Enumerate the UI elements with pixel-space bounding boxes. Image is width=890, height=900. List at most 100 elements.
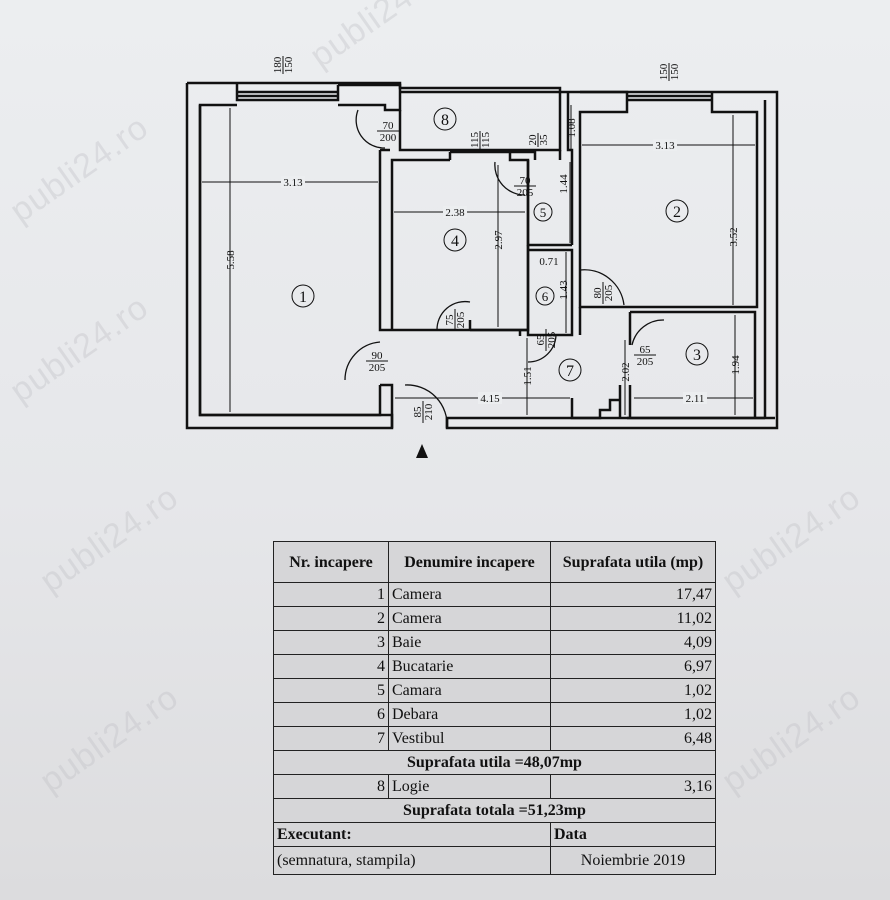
dimension-text: 1.51 xyxy=(522,366,534,385)
room-number-cell: 3 xyxy=(273,630,389,655)
room-number: 2 xyxy=(673,204,681,221)
room-number-cell: 5 xyxy=(273,678,389,703)
watermark: publi24.ro xyxy=(33,677,186,801)
dimension-text: 1.43 xyxy=(558,280,570,300)
dimension-text: 1.94 xyxy=(730,355,742,375)
room-area-cell: 6,97 xyxy=(550,654,716,679)
room-number: 4 xyxy=(451,233,459,250)
svg-text:65: 65 xyxy=(535,334,547,346)
room-labels: 1 2 3 4 5 6 7 8 xyxy=(291,107,709,382)
column-header: Nr. incapere xyxy=(273,541,389,583)
room-name-cell: Camera xyxy=(388,582,551,607)
svg-text:65: 65 xyxy=(640,344,652,356)
room-number-cell: 4 xyxy=(273,654,389,679)
dimension-text: 3.52 xyxy=(728,227,740,246)
room-area-cell: 1,02 xyxy=(550,702,716,727)
dimension-text: 3.13 xyxy=(283,177,303,189)
room-name-cell: Vestibul xyxy=(388,726,551,751)
svg-text:205: 205 xyxy=(369,362,386,374)
column-header: Suprafata utila (mp) xyxy=(550,541,716,583)
dimension-lines xyxy=(202,105,755,415)
svg-text:85: 85 xyxy=(412,406,424,418)
svg-text:20: 20 xyxy=(527,134,539,146)
door-swings xyxy=(344,109,665,429)
dimension-text: 5.58 xyxy=(225,250,237,270)
room-name-cell: Bucatarie xyxy=(388,654,551,679)
signature-note: (semnatura, stampila) xyxy=(273,846,551,875)
room-number: 3 xyxy=(693,347,701,364)
column-header: Denumire incapere xyxy=(388,541,551,583)
date-value: Noiembrie 2019 xyxy=(550,846,716,875)
dimension-text: 2.38 xyxy=(445,207,465,219)
dimension-text: 1.44 xyxy=(558,174,570,194)
executant-label: Executant: xyxy=(273,822,551,847)
room-number-cell: 2 xyxy=(273,606,389,631)
room-area-cell: 6,48 xyxy=(550,726,716,751)
room-number-cell: 1 xyxy=(273,582,389,607)
room-name-cell: Baie xyxy=(388,630,551,655)
floor-plan: 1 2 3 4 5 6 7 8 3.13 5.58 2.38 2.97 1.44… xyxy=(185,56,779,458)
svg-text:115: 115 xyxy=(480,131,492,148)
room-number: 6 xyxy=(542,289,549,304)
room-name-cell: Debara xyxy=(388,702,551,727)
room-area-cell: 4,09 xyxy=(550,630,716,655)
dimension-text: 2.02 xyxy=(620,362,632,381)
dimension-text: 2.97 xyxy=(493,230,505,250)
room-number: 5 xyxy=(540,205,547,220)
svg-text:75: 75 xyxy=(444,314,456,326)
dimension-text: 2.11 xyxy=(686,393,705,405)
room-number: 1 xyxy=(299,289,307,306)
room-area-cell: 3,16 xyxy=(550,774,716,799)
svg-text:150: 150 xyxy=(669,63,681,80)
svg-text:70: 70 xyxy=(520,175,532,187)
dimension-text: 1.08 xyxy=(566,118,578,138)
dimension-text: 0.71 xyxy=(539,256,558,268)
room-area-table: Nr. incapere Denumire incapere Suprafata… xyxy=(273,541,716,875)
room-area-cell: 11,02 xyxy=(550,606,716,631)
room-number-cell: 6 xyxy=(273,702,389,727)
svg-text:205: 205 xyxy=(517,187,534,199)
svg-text:205: 205 xyxy=(637,356,654,368)
svg-text:210: 210 xyxy=(423,403,435,420)
svg-text:115: 115 xyxy=(469,131,481,148)
svg-text:205: 205 xyxy=(546,331,558,348)
watermark: publi24.ro xyxy=(715,677,868,801)
room-area-cell: 17,47 xyxy=(550,582,716,607)
table-row: 8 Logie 3,16 xyxy=(273,774,716,799)
room-number: 8 xyxy=(441,112,449,129)
room-name-cell: Camera xyxy=(388,606,551,631)
subtotal-row: Suprafata utila =48,07mp xyxy=(273,750,716,775)
room-name-cell: Camara xyxy=(388,678,551,703)
svg-text:80: 80 xyxy=(592,287,604,299)
dimension-labels: 3.13 5.58 2.38 2.97 1.44 0.71 1.43 1.08 … xyxy=(225,118,742,405)
dimension-text: 3.13 xyxy=(655,140,675,152)
svg-text:180: 180 xyxy=(272,56,284,73)
room-number-cell: 7 xyxy=(273,726,389,751)
walls xyxy=(185,81,779,430)
room-area-cell: 1,02 xyxy=(550,678,716,703)
room-name-cell: Logie xyxy=(388,774,551,799)
svg-text:90: 90 xyxy=(372,350,384,362)
total-row: Suprafata totala =51,23mp xyxy=(273,798,716,823)
entrance-arrow-icon xyxy=(416,444,428,458)
svg-text:150: 150 xyxy=(283,56,295,73)
